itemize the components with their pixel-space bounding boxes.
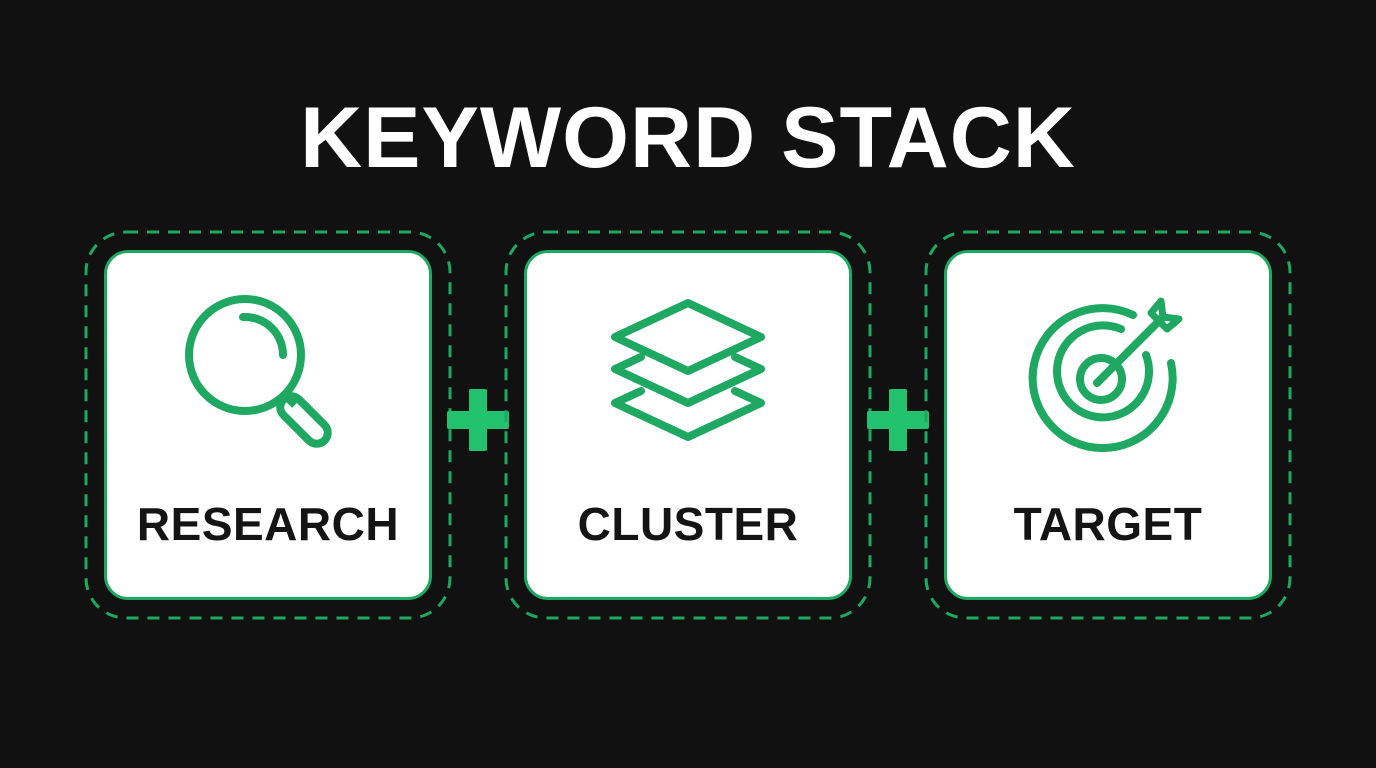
step-frame-target: TARGET: [924, 230, 1292, 620]
plus-icon: [867, 389, 929, 451]
step-label: RESEARCH: [136, 498, 400, 550]
plus-icon: [447, 389, 509, 451]
step-frame-cluster: CLUSTER: [504, 230, 872, 620]
step-card-cluster: CLUSTER: [524, 250, 852, 600]
step-card-research: RESEARCH: [104, 250, 432, 600]
page-title: KEYWORD STACK: [300, 90, 1076, 186]
step-card-target: TARGET: [944, 250, 1272, 600]
step-frame-research: RESEARCH: [84, 230, 452, 620]
layers-stack-icon: [611, 299, 765, 441]
step-label: TARGET: [1013, 498, 1203, 550]
step-label: CLUSTER: [577, 498, 799, 550]
target-arrow-icon: [1028, 297, 1183, 453]
magnifying-glass-icon: [185, 295, 332, 448]
